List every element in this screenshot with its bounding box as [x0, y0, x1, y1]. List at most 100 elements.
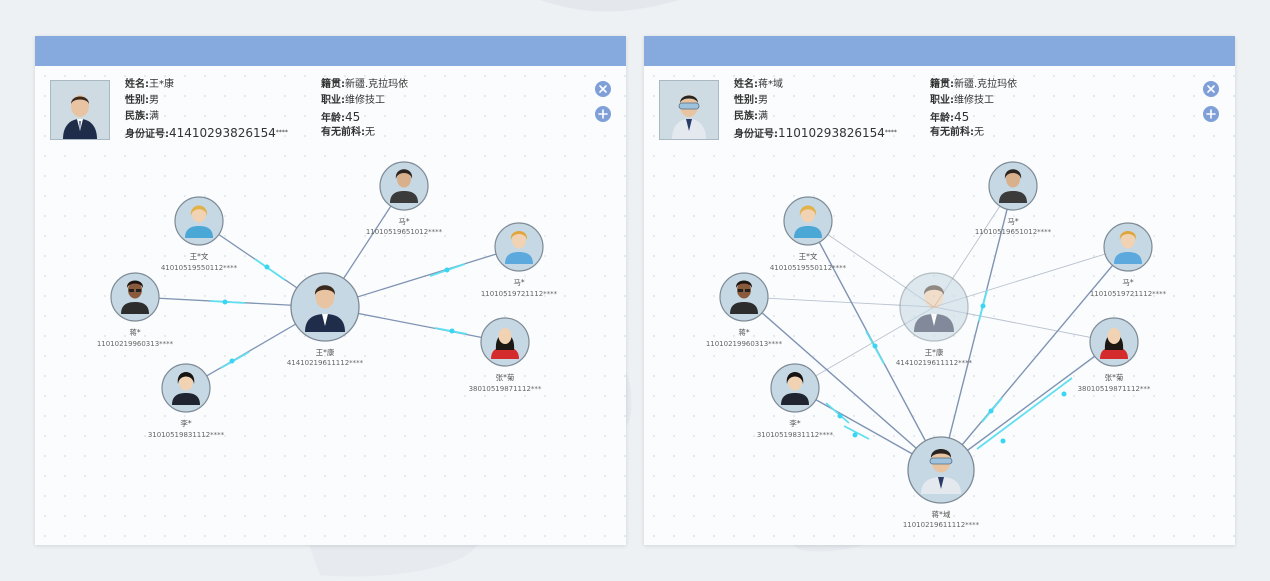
node-name: 王*康	[316, 347, 335, 357]
node-name: 王*文	[799, 251, 818, 261]
male-glasses-avatar-icon	[730, 280, 758, 314]
node-name: 李*	[180, 418, 191, 428]
node-id: 11010519721112****	[481, 290, 558, 298]
flow-segment	[254, 258, 286, 281]
flow-dot	[449, 328, 455, 334]
node-id: 11010519651012****	[366, 228, 443, 236]
flow-dot	[1061, 391, 1067, 397]
female-dark-avatar-icon	[172, 372, 200, 405]
flow-dot	[444, 267, 450, 273]
profile-gender: 性别:男	[125, 95, 159, 106]
male-glasses-avatar-icon	[121, 280, 149, 314]
flow-segment	[825, 402, 850, 424]
flow-segment	[220, 351, 250, 369]
female-red-avatar-icon	[1100, 328, 1128, 359]
graph-node[interactable]: 马* 11010519721112****	[1090, 222, 1167, 298]
relation-graph: 王*文 41010519550112**** 马* 11010519651012…	[97, 161, 558, 439]
add-button[interactable]	[595, 106, 611, 122]
graph-node[interactable]: 马* 11010519651012****	[366, 161, 443, 236]
male-suit-avatar-icon	[305, 285, 345, 332]
relation-panel-right: 姓名:蒋*域 性别:男 民族:满 身份证号:11010293826154****…	[644, 36, 1235, 545]
close-button[interactable]	[1203, 81, 1219, 97]
profile-photo	[659, 80, 719, 140]
male-goggles-avatar-icon	[660, 81, 718, 139]
edge-jiang	[743, 296, 942, 471]
edge-ma2	[940, 246, 1129, 471]
close-button[interactable]	[595, 81, 611, 97]
graph-node[interactable]: 蒋* 11010219960313****	[97, 272, 174, 348]
male-goggles-avatar-icon	[921, 449, 961, 494]
panel-body: 姓名:王*康 性别:男 民族:满 身份证号:41410293826154****…	[35, 66, 626, 545]
close-icon	[1207, 85, 1215, 93]
graph-node-center[interactable]: 王*康 41410219611112****	[287, 272, 364, 367]
panel-header	[644, 36, 1235, 66]
relation-graph: 王*文 41010519550112**** 马* 11010519651012…	[706, 161, 1167, 529]
node-id: 31010519831112****	[757, 431, 834, 439]
graph-node[interactable]: 王*文 41010519550112****	[770, 196, 847, 272]
profile-record: 有无前科:无	[930, 127, 984, 138]
flow-dot	[872, 343, 878, 349]
flow-dot	[222, 299, 228, 305]
flow-dot	[1000, 438, 1006, 444]
profile-record: 有无前科:无	[321, 127, 375, 138]
male-suit-avatar-icon	[914, 285, 954, 332]
graph-node[interactable]: 张*菊 38010519871112***	[469, 317, 542, 393]
profile-photo	[50, 80, 110, 140]
female-blonde-avatar-icon	[794, 205, 822, 238]
node-name: 马*	[1007, 217, 1018, 226]
male-blonde-avatar-icon	[505, 231, 533, 264]
graph-node-faded[interactable]	[899, 272, 969, 342]
flow-dot	[264, 264, 270, 270]
profile-id-number: 身份证号:41410293826154****	[125, 126, 288, 140]
graph-node-center[interactable]: 蒋*域 11010219611112****	[903, 436, 980, 529]
node-id: 41010519550112****	[770, 264, 847, 272]
node-name: 张*菊	[1105, 372, 1124, 382]
node-name: 马*	[398, 217, 409, 226]
female-dark-avatar-icon	[781, 372, 809, 405]
graph-node[interactable]: 马* 11010519721112****	[481, 222, 558, 298]
flow-dot	[837, 413, 843, 419]
node-name: 王*文	[190, 251, 209, 261]
node-id: 41410219611112****	[896, 359, 973, 367]
profile-job: 职业:维修技工	[321, 95, 385, 106]
profile-ethnicity: 民族:满	[734, 111, 768, 122]
node-name: 蒋*	[738, 327, 749, 337]
graph-node[interactable]: 李* 31010519831112****	[757, 363, 834, 439]
male-suit-avatar-icon	[51, 81, 109, 139]
node-id: 41410219611112****	[287, 359, 364, 367]
flow-dot	[988, 408, 994, 414]
graph-node[interactable]: 李* 31010519831112****	[148, 363, 225, 439]
node-name: 蒋*域	[932, 509, 951, 519]
node-id: 41010519550112****	[161, 264, 238, 272]
node-name: 马*	[513, 278, 524, 287]
node-id: 11010219960313****	[97, 340, 174, 348]
profile-age: 年龄:45	[321, 110, 361, 124]
node-id: 38010519871112***	[469, 385, 542, 393]
flow-dot	[852, 432, 858, 438]
relation-panel-left: 姓名:王*康 性别:男 民族:满 身份证号:41410293826154****…	[35, 36, 626, 545]
profile-job: 职业:维修技工	[930, 95, 994, 106]
edge-zhangju	[940, 341, 1115, 471]
graph-node[interactable]: 蒋* 11010219960313****	[706, 272, 783, 348]
flow-dot	[980, 303, 986, 309]
female-red-avatar-icon	[491, 328, 519, 359]
node-id: 38010519871112***	[1078, 385, 1151, 393]
profile-name: 姓名:王*康	[125, 79, 174, 90]
flow-dot	[229, 358, 235, 364]
node-id: 11010219960313****	[706, 340, 783, 348]
female-blonde-avatar-icon	[185, 205, 213, 238]
male-blonde-avatar-icon	[1114, 231, 1142, 264]
node-name: 马*	[1122, 278, 1134, 287]
profile-age: 年龄:45	[930, 110, 970, 124]
graph-node[interactable]: 张*菊 38010519871112***	[1078, 317, 1151, 393]
profile-id-number: 身份证号:11010293826154****	[734, 126, 897, 140]
graph-node[interactable]: 马* 11010519651012****	[975, 161, 1052, 236]
node-id: 31010519831112****	[148, 431, 225, 439]
plus-icon	[1206, 109, 1216, 119]
graph-node[interactable]: 王*文 41010519550112****	[161, 196, 238, 272]
profile-ethnicity: 民族:满	[125, 111, 159, 122]
node-id: 11010519651012****	[975, 228, 1052, 236]
node-name: 李*	[789, 418, 800, 428]
add-button[interactable]	[1203, 106, 1219, 122]
node-name: 王*康	[925, 347, 944, 357]
